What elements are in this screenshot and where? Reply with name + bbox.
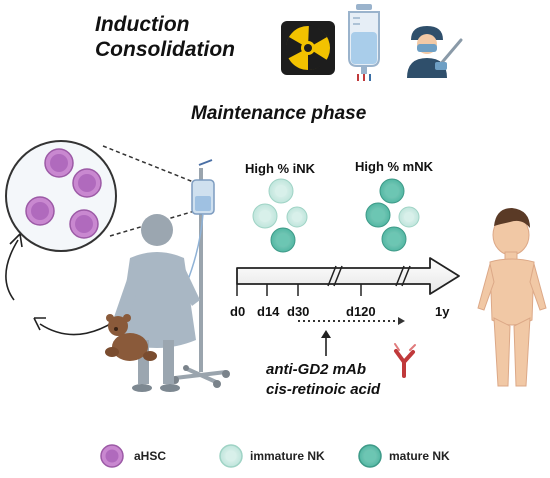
phase-consolidation: Consolidation <box>95 38 235 61</box>
phase-induction: Induction <box>95 13 190 36</box>
surgeon-icon <box>407 26 463 78</box>
tick-label-d14: d14 <box>257 304 280 319</box>
legend-swatch-mature-nk <box>358 444 382 468</box>
healthy-child <box>477 208 547 387</box>
antibody-icon <box>394 349 415 378</box>
teddy-bear-icon <box>105 314 157 361</box>
legend-label-ahsc: aHSC <box>134 449 167 463</box>
immature-nk-cluster <box>252 178 308 253</box>
ahsc-cells <box>25 148 102 239</box>
tick-label-1y: 1y <box>435 304 450 319</box>
tick-label-d0: d0 <box>230 304 246 319</box>
maintenance-title: Maintenance phase <box>191 103 367 124</box>
zoom-line-top <box>102 145 197 184</box>
mature-nk-label: High % mNK <box>355 159 433 174</box>
mature-nk-cluster <box>365 178 420 252</box>
legend-label-mature-nk: mature NK <box>389 449 450 463</box>
cycle-arrow-left <box>5 239 19 301</box>
legend-label-immature-nk: immature NK <box>250 449 325 463</box>
tick-label-d120: d120 <box>346 304 376 319</box>
immature-nk-label: High % iNK <box>245 161 316 176</box>
therapy-retinoic-acid: cis-retinoic acid <box>266 381 381 398</box>
legend-swatch-ahsc <box>100 444 124 468</box>
tick-label-d30: d30 <box>287 304 310 319</box>
axis-break-1 <box>327 265 343 287</box>
child-patient <box>113 214 200 392</box>
axis-break-2 <box>395 265 411 287</box>
iv-bag-icon <box>348 4 380 81</box>
legend-swatch-immature-nk <box>219 444 243 468</box>
therapy-anti-gd2: anti-GD2 mAb <box>266 361 367 378</box>
radiation-icon <box>281 21 335 75</box>
